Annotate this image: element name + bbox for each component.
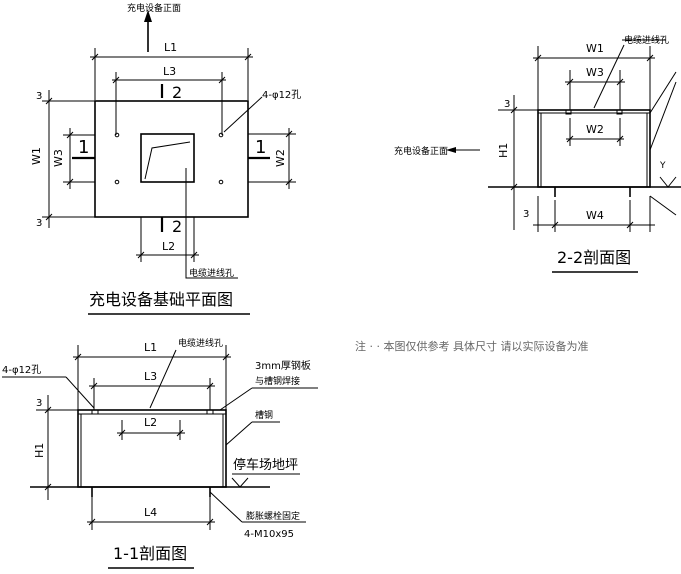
section-2-2: W1 电缆进线孔 W3 W2 Y: [394, 34, 681, 273]
s22-edge-bottom: 3: [523, 209, 529, 220]
s11-plate-label-1: 3mm厚钢板: [255, 359, 311, 372]
s11-dim-l1: L1: [144, 341, 157, 354]
plan-edge-bottom: 3: [36, 218, 42, 229]
s22-front-label: 充电设备正面: [394, 145, 448, 157]
s11-hole-label: 4-φ12孔: [2, 364, 41, 376]
plan-title: 充电设备基础平面图: [89, 290, 233, 309]
s22-dim-w1: W1: [586, 42, 604, 55]
s22-title: 2-2剖面图: [557, 248, 631, 267]
s22-dim-h1: H1: [497, 143, 510, 158]
plan-edge-top: 3: [36, 91, 42, 102]
plan-hole-label: 4-φ12孔: [262, 89, 301, 101]
plan-section-mark-left: 1: [78, 137, 89, 158]
plan-section-mark-top: 2: [172, 83, 182, 102]
plan-section-mark-bottom: 2: [172, 217, 182, 236]
s22-dim-w4: W4: [586, 209, 604, 222]
s11-cable-label: 电缆进线孔: [178, 337, 223, 349]
plan-section-mark-right: 1: [255, 137, 266, 158]
plan-cable-label: 电缆进线孔: [189, 267, 234, 279]
s22-cut-label: Y: [659, 161, 666, 171]
s11-title: 1-1剖面图: [113, 544, 187, 563]
s11-dim-l3: L3: [144, 370, 157, 383]
s11-channel-label: 槽钢: [255, 409, 273, 421]
s11-dim-h1: H1: [33, 443, 46, 458]
s11-plate-label-2: 与槽钢焊接: [255, 375, 300, 387]
s11-edge-top: 3: [36, 398, 42, 409]
plan-view: 充电设备正面 L1 L3 2 4-φ12孔: [30, 2, 301, 315]
s22-dim-w3: W3: [586, 66, 604, 79]
plan-dim-w1: W1: [30, 147, 43, 165]
s11-ground-label: 停车场地坪: [233, 457, 298, 473]
s22-dim-w2: W2: [586, 123, 604, 136]
s11-dim-l4: L4: [144, 506, 157, 519]
s22-edge-top: 3: [504, 99, 510, 110]
cut-note-text: 注 · · 本图仅供参考 具体尺寸 请以实际设备为准: [355, 339, 588, 353]
section-1-1: L1 电缆进线孔 4-φ12孔 L3 3mm厚钢板 与槽钢焊接 L2: [2, 337, 318, 569]
plan-dim-l1: L1: [164, 41, 177, 54]
s11-dim-l2: L2: [144, 416, 157, 429]
plan-front-label: 充电设备正面: [127, 2, 181, 14]
plan-dim-l2: L2: [162, 240, 175, 253]
plan-dim-w2: W2: [274, 149, 287, 167]
plan-dim-w3: W3: [52, 149, 65, 167]
plan-dim-l3: L3: [163, 65, 176, 78]
s11-bolt-label: 膨胀螺栓固定: [246, 510, 300, 522]
s11-bolt-spec: 4-M10x95: [244, 529, 294, 540]
